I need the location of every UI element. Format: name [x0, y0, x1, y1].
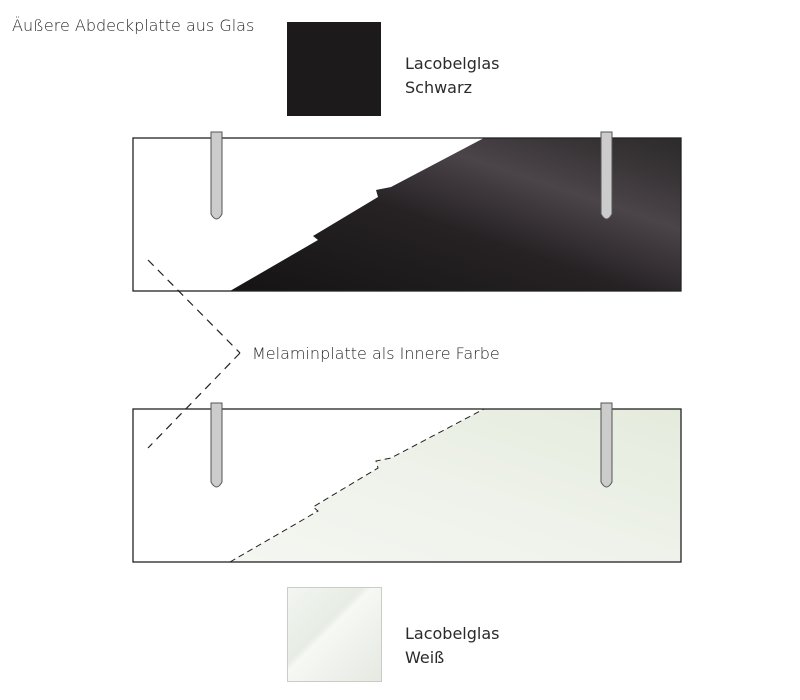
- bottom-panel-dashed-edge: [229, 408, 485, 563]
- bottom-left-pin-icon: [210, 402, 223, 488]
- bottom-right-pin-icon: [600, 402, 613, 488]
- white-swatch-caption: Lacobelglas Weiß: [405, 622, 500, 670]
- pointer-line-top: [147, 259, 241, 354]
- bottom-panel: [132, 402, 682, 563]
- black-glass-swatch: [287, 22, 381, 116]
- top-left-pin-icon: [210, 131, 223, 220]
- bottom-panel-outline: [132, 408, 682, 563]
- top-panel-black-glass: [230, 138, 681, 291]
- top-panel: [132, 131, 682, 292]
- black-swatch-caption: Lacobelglas Schwarz: [405, 52, 500, 100]
- top-panel-outline: [132, 137, 682, 292]
- white-glass-swatch: [287, 587, 382, 682]
- top-right-pin-icon: [600, 131, 613, 220]
- black-swatch-line1: Lacobelglas: [405, 54, 500, 73]
- outer-cover-label: Äußere Abdeckplatte aus Glas: [12, 16, 255, 35]
- white-swatch-line2: Weiß: [405, 648, 445, 667]
- bottom-panel-white-glass: [230, 409, 681, 562]
- black-swatch-line2: Schwarz: [405, 78, 472, 97]
- inner-melamine-label: Melaminplatte als Innere Farbe: [252, 344, 500, 363]
- white-swatch-line1: Lacobelglas: [405, 624, 500, 643]
